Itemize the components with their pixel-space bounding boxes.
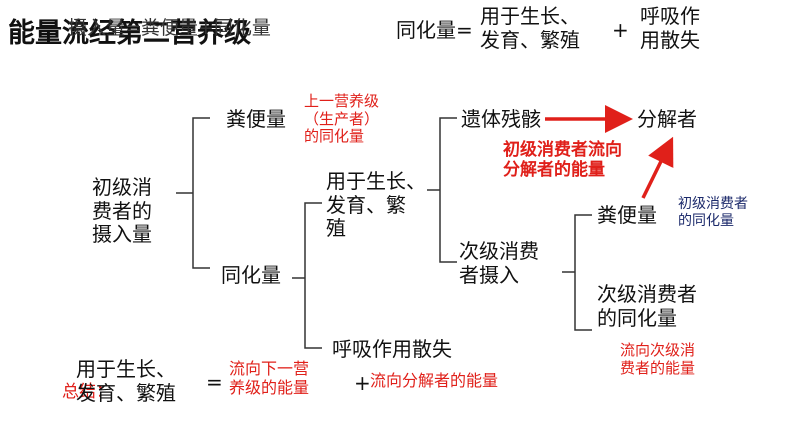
node-intake: 初级消 费者的 摄入量 [92, 175, 152, 247]
note-flow-decomposer: 初级消费者流向 分解者的能量 [503, 140, 622, 181]
node-secondary-intake: 次级消费 者摄入 [459, 239, 539, 287]
note-sec-assim: 流向次级消 费者的能量 [620, 341, 696, 377]
bracket-assimilation [292, 202, 322, 349]
node-decomposer: 分解者 [637, 107, 697, 131]
node-feces: 粪便量 [226, 107, 286, 131]
bottom-decomposer-flow: 流向分解者的能量 [370, 371, 499, 390]
node-sec-feces: 粪便量 [597, 203, 657, 227]
bracket-intake [176, 117, 210, 269]
arrow-feces-to-decomposer [641, 136, 674, 199]
node-growth: 用于生长、 发育、繁 殖 [326, 169, 426, 241]
header-respiration: 呼吸作 用散失 [640, 4, 700, 52]
bottom-next-level: 流向下一营 养级的能量 [229, 359, 310, 397]
node-assimilation: 同化量 [221, 263, 281, 287]
note-feces: 上一营养级 （生产者） 的同化量 [304, 92, 380, 146]
assim-use: 用于生长、 发育、繁殖 [480, 4, 580, 52]
bottom-equals: = [206, 370, 223, 394]
header-plus: + [612, 18, 629, 42]
bracket-growth [427, 117, 457, 263]
assim-label: 同化量= [396, 18, 473, 42]
overlap-summary-label: 总结： [62, 382, 113, 402]
bracket-secondary [562, 214, 592, 331]
page-title: 能量流经第二营养级 [8, 18, 251, 49]
bottom-plus: + [354, 371, 371, 395]
overlap-formula: 摄入量=粪便量+同化量 [68, 17, 271, 39]
node-sec-assim: 次级消费者 的同化量 [597, 282, 697, 330]
note-sec-feces: 初级消费者 的同化量 [678, 196, 748, 229]
bottom-growth: 用于生长、 发育、繁殖 [76, 357, 176, 405]
node-respiration: 呼吸作用散失 [332, 337, 452, 361]
node-remains: 遗体残骸 [461, 107, 541, 131]
